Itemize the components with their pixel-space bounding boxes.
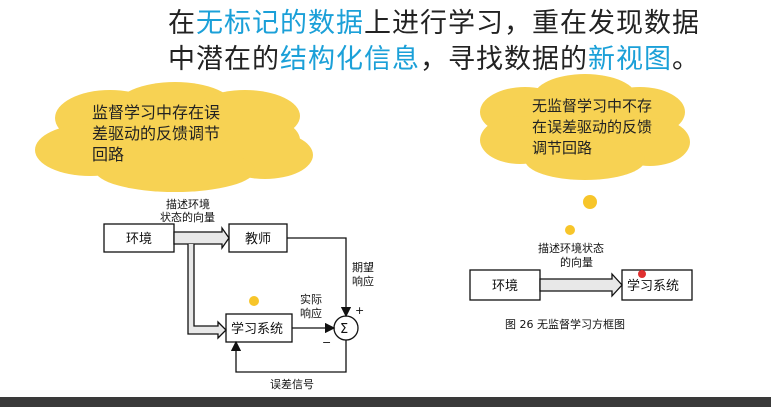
learning-box-label: 学习系统 [627,278,679,294]
learning-box-label: 学习系统 [231,321,283,337]
state-vector-label: 的向量 [560,255,593,269]
right-cloud-text: 无监督学习中不存 在误差驱动的反馈 调节回路 [532,96,652,159]
teacher-box-label: 教师 [245,231,271,247]
headline-highlight: 新视图 [588,44,672,75]
headline-line-1: 在无标记的数据上进行学习，重在发现数据 [168,6,748,42]
actual-response-label: 响应 [300,306,322,320]
plus-sign: + [355,304,364,317]
thought-bubble-dot [583,195,597,209]
supervised-diagram [103,223,359,373]
env-box-label: 环境 [126,232,152,247]
headline-highlight: 结构化信息 [280,44,420,75]
figure-caption: 图 26 无监督学习方框图 [505,317,625,331]
cloud-line: 监督学习中存在误 [92,103,221,122]
unsupervised-diagram [469,269,693,301]
minus-sign: − [322,336,331,349]
thought-bubble-dot [565,225,575,235]
state-vector-label: 描述环境状态 [538,241,604,255]
cloud-line: 在误差驱动的反馈 [532,118,653,136]
error-signal-label: 误差信号 [270,377,314,391]
expected-response-label: 响应 [352,274,374,288]
headline-highlight: 无标记的数据 [196,8,364,39]
slide-headline: 在无标记的数据上进行学习，重在发现数据 中潜在的结构化信息，寻找数据的新视图。 [168,6,748,78]
headline-seg: 上进行学习，重在发现数据 [364,8,700,39]
cloud-line: 调节回路 [532,139,593,157]
state-vector-label: 状态的向量 [160,210,215,224]
headline-seg: ，寻找数据的 [420,44,588,75]
state-vector-label: 描述环境 [166,197,210,211]
cloud-line: 回路 [92,145,125,164]
pointer-dot [249,296,259,306]
headline-seg: 。 [672,44,700,75]
headline-seg: 在 [168,8,196,39]
left-thought-cloud [35,82,313,192]
headline-line-2: 中潜在的结构化信息，寻找数据的新视图。 [168,42,748,78]
cloud-line: 无监督学习中不存 [532,97,653,115]
right-thought-cloud [480,74,690,180]
headline-seg: 中潜在的 [168,44,280,75]
cloud-line: 差驱动的反馈调节 [92,124,221,143]
bottom-bar [0,397,771,407]
left-cloud-text: 监督学习中存在误 差驱动的反馈调节 回路 [92,102,220,165]
expected-response-label: 期望 [352,261,374,274]
cursor-dot [638,270,646,278]
env-box-label: 环境 [492,279,518,294]
summation-symbol: Σ [340,322,348,337]
actual-response-label: 实际 [300,292,322,306]
